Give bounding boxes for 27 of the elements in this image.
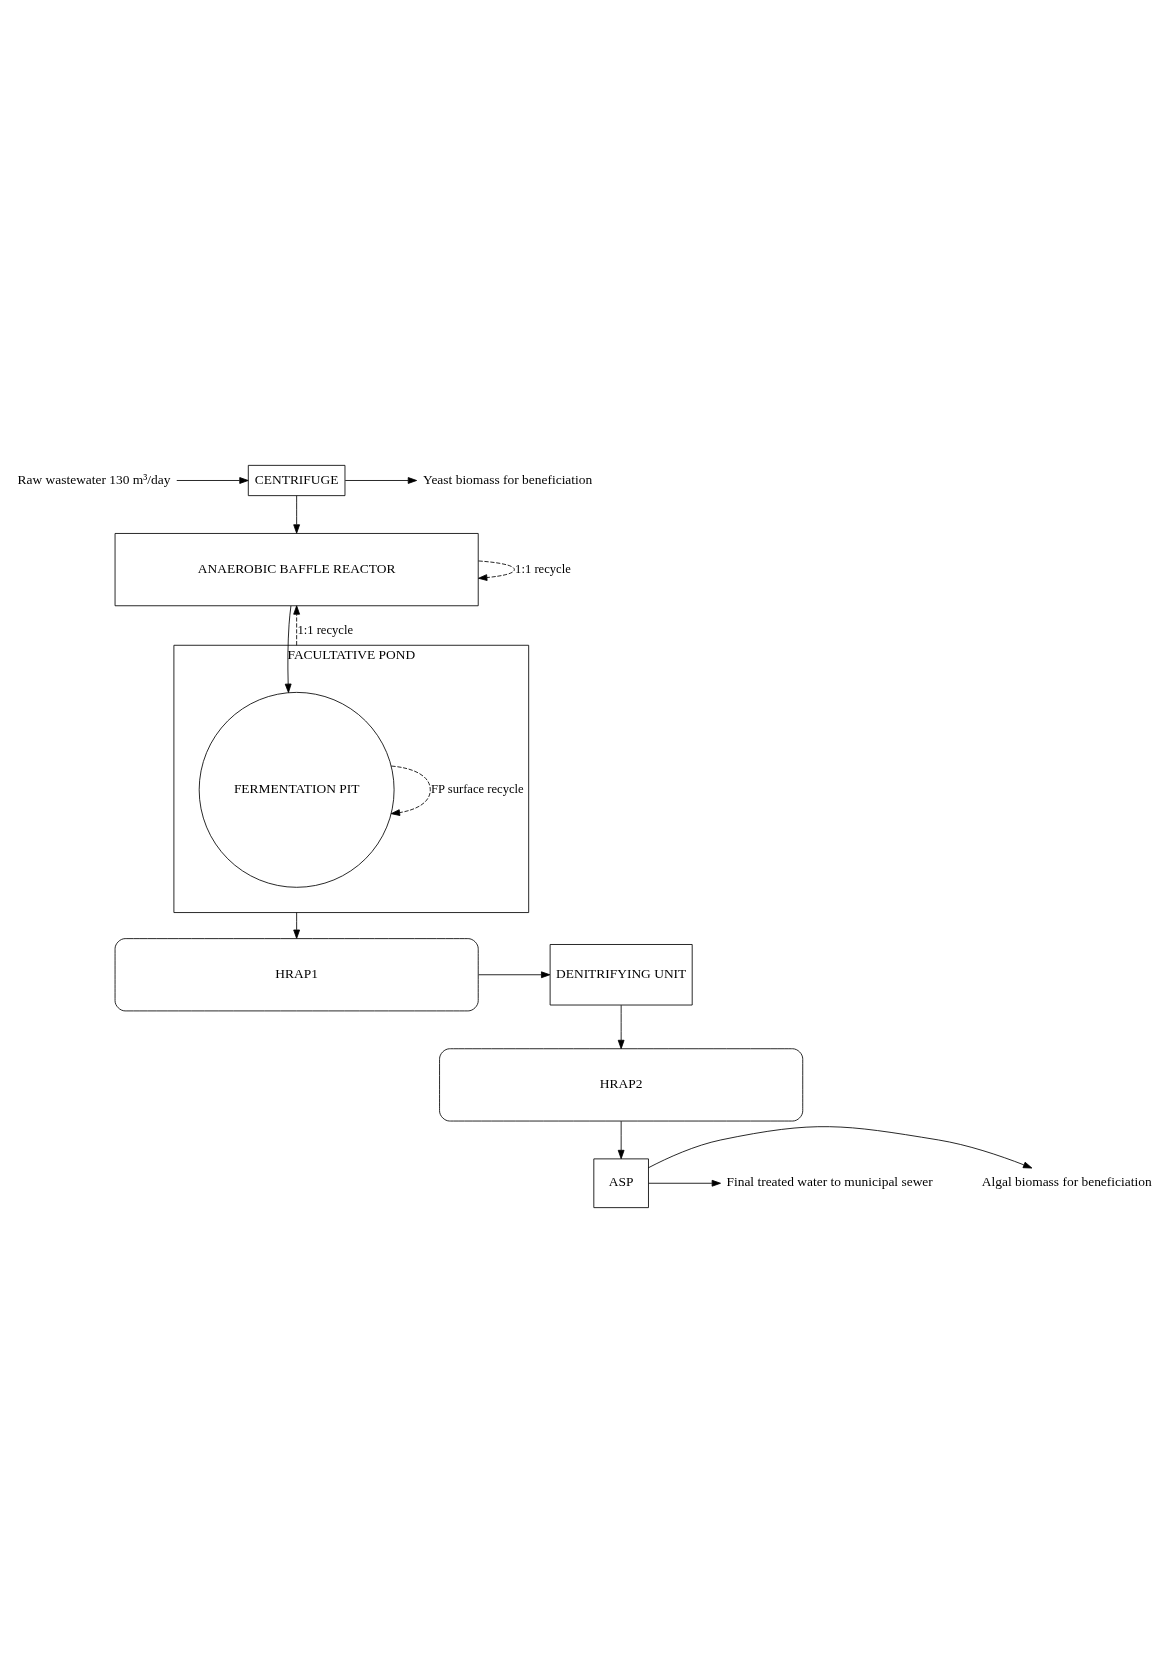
node-text: Final treated water to municipal sewer [726,1173,933,1189]
arrow [617,1004,625,1049]
arrow [478,560,515,581]
arrow [617,1120,625,1159]
edge-label: FP surface recycle [431,781,524,796]
arrow [176,476,249,484]
arrow [284,605,292,693]
node-text: Algal biomass for beneficiation [981,1173,1152,1189]
node-box: ANAEROBIC BAFFLE REACTOR [114,532,479,606]
arrow [478,970,551,978]
node-box: HRAP1 [114,937,479,1011]
arrow [293,494,300,534]
arrow [344,476,418,484]
node-box: CENTRIFUGE [247,464,346,496]
arrow [648,1125,1033,1168]
node-text: Yeast biomass for beneficiation [423,471,593,487]
edge-label: 1:1 recycle [297,622,354,637]
node-box: ASP [593,1157,649,1208]
edge-label: 1:1 recycle [515,561,571,576]
arrow [648,1179,721,1187]
node-circle: FERMENTATION PIT [198,691,395,888]
arrow [293,911,300,939]
node-box: HRAP2 [439,1047,804,1121]
node-text: Raw wastewater 130 m³/day [17,471,171,487]
arrow [293,604,300,646]
node-box: DENITRIFYING UNIT [549,943,693,1005]
arrow [390,765,431,816]
